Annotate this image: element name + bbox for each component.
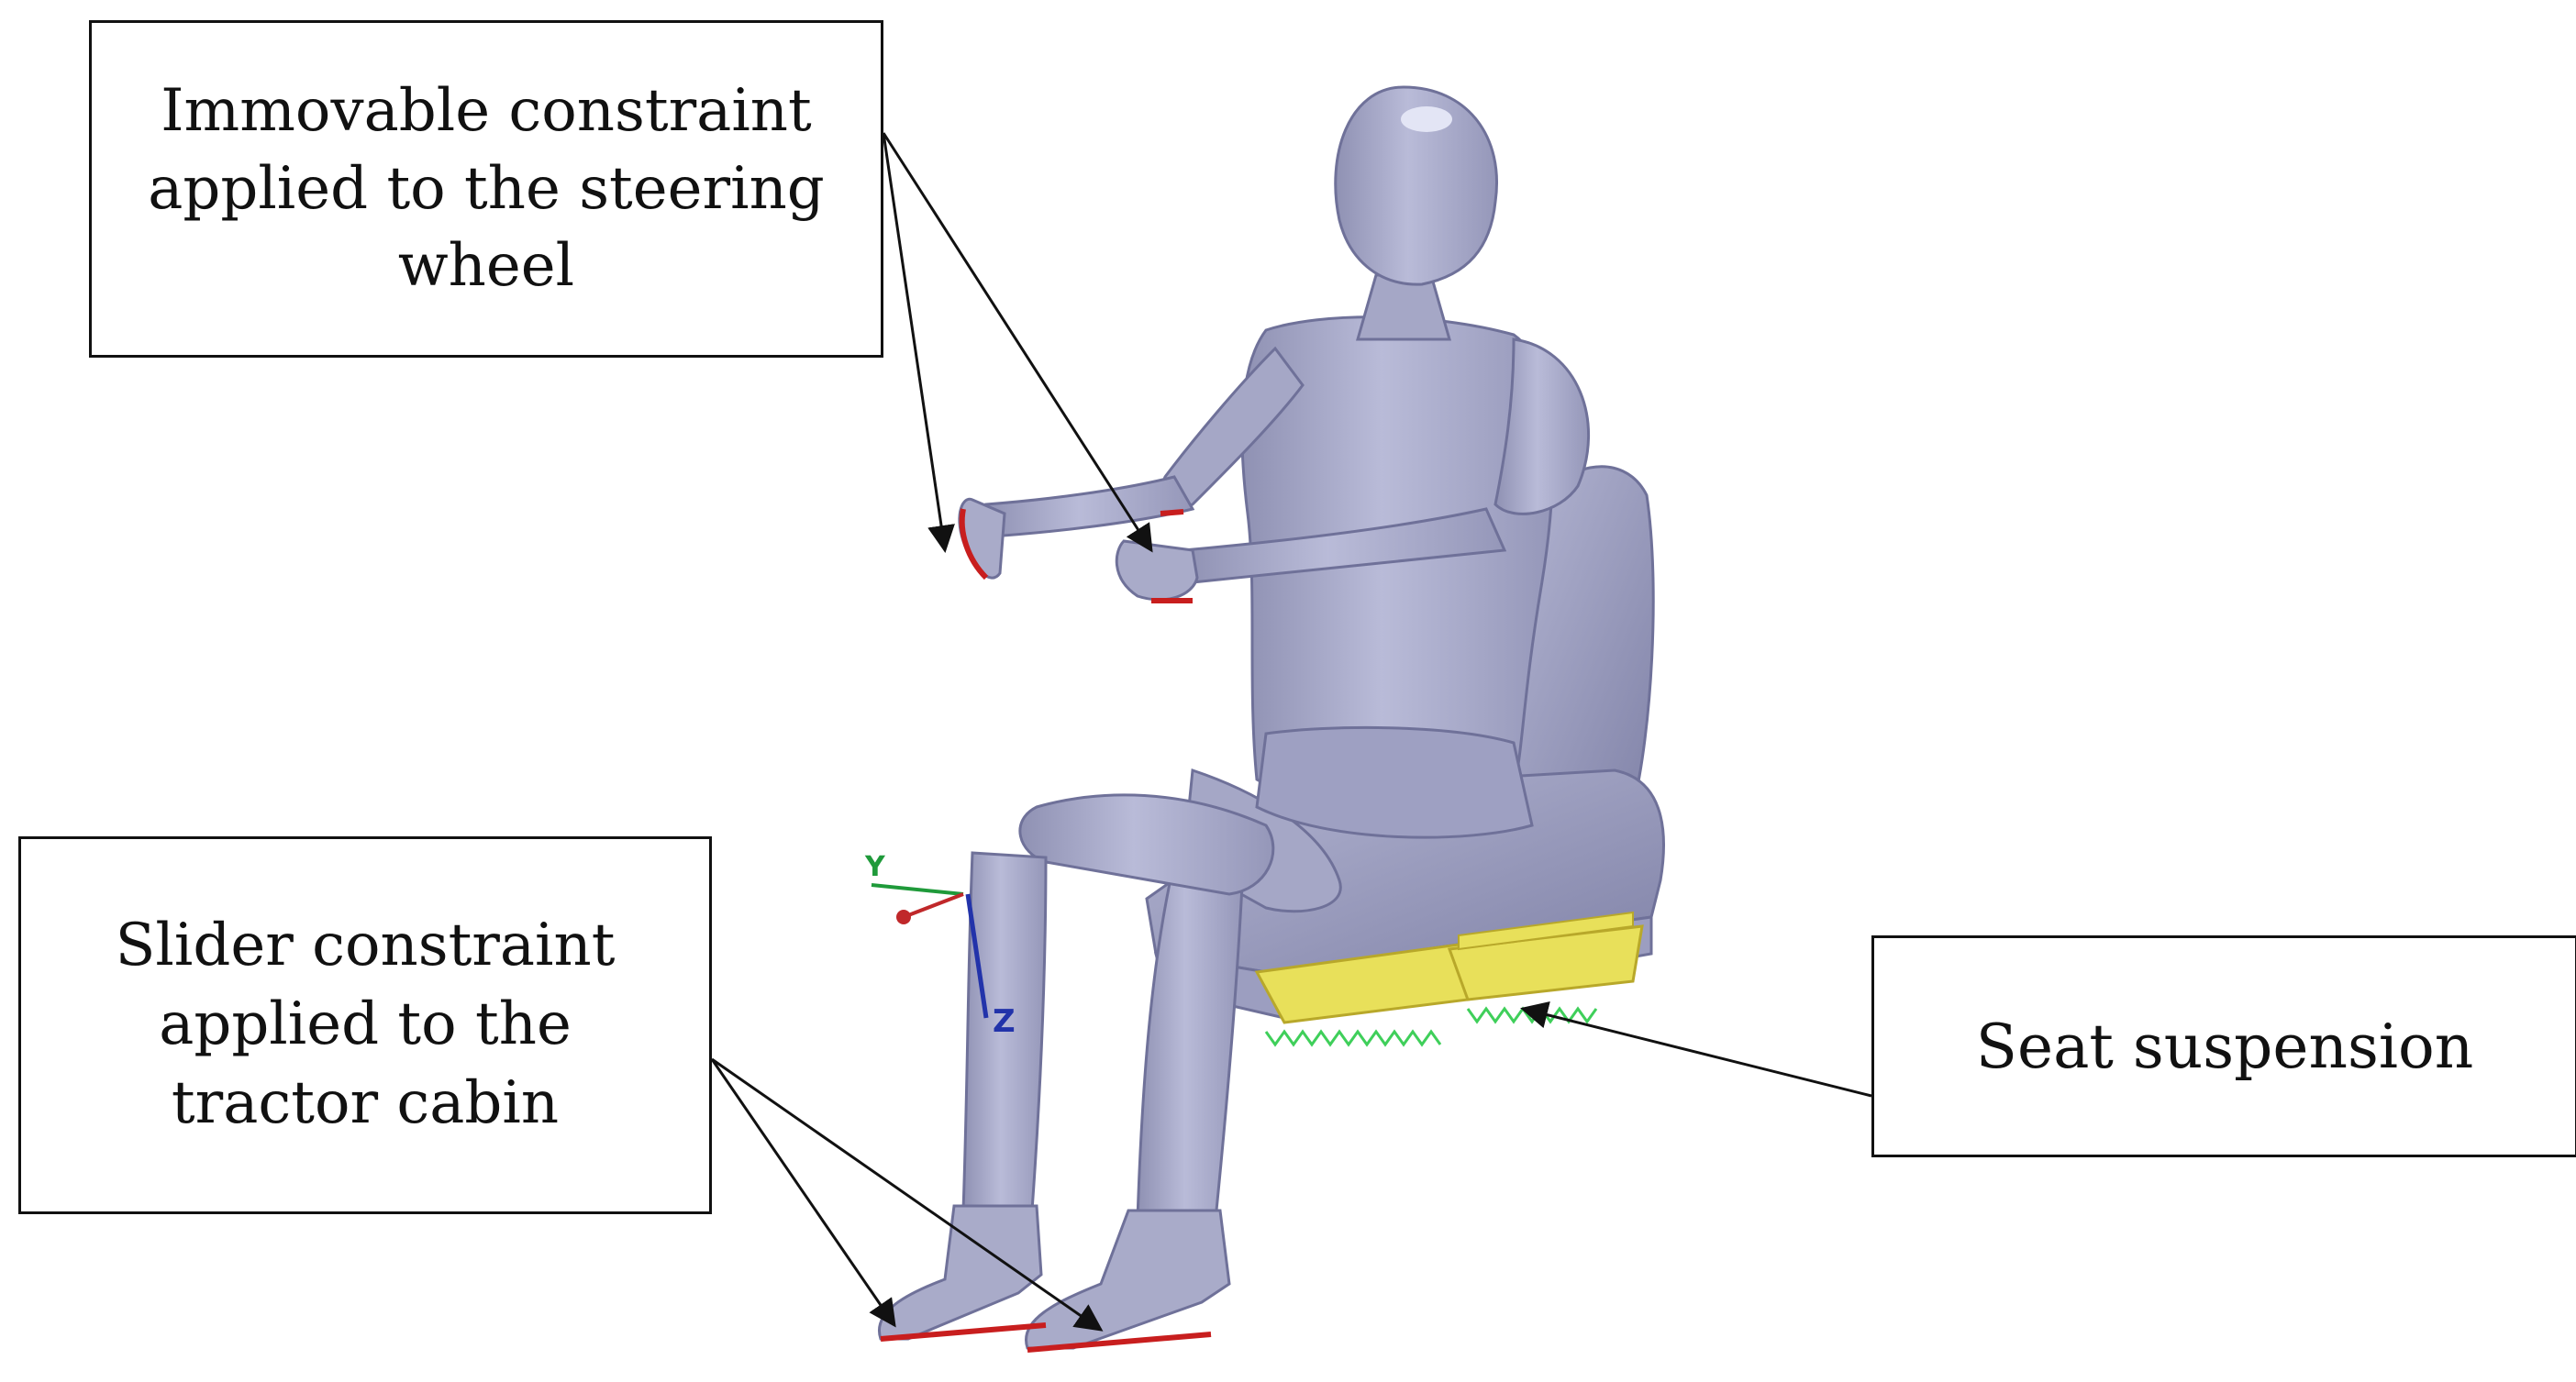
callout-line: applied to the [159,990,572,1059]
seat-suspension [1254,911,1644,1047]
mannequin [877,85,1591,1350]
arrow-steering-left-hand [882,132,955,553]
leader-arrows [710,132,1872,1332]
axis-z-label: Z [993,1003,1016,1040]
right-hand [1115,539,1199,602]
callout-line: Immovable constraint [161,77,812,146]
left-forearm [984,475,1195,538]
callout-steering-wheel-constraint: Immovable constraint applied to the stee… [89,20,883,358]
neck [1356,273,1451,341]
axis-y-label: Y [864,851,886,883]
callout-line: Slider constraint [115,912,616,980]
callout-line: applied to the steering [148,154,825,223]
arrow-steering-right-hand [882,132,1153,553]
callout-line: wheel [397,232,575,301]
right-foot [1025,1209,1231,1350]
callout-line: Seat suspension [1975,1011,2474,1082]
left-thigh [1018,793,1275,896]
constraint-markers [880,508,1212,1353]
right-upper-arm [1493,337,1591,515]
head [1334,85,1498,286]
coordinate-triad: Y Z [864,851,1016,1040]
callout-line: tractor cabin [171,1068,560,1137]
callout-tractor-cabin-constraint: Slider constraint applied to the tractor… [18,836,712,1214]
callout-seat-suspension: Seat suspension [1871,935,2576,1157]
arrow-cabin-left-foot [710,1058,896,1328]
arrow-cabin-right-foot [711,1057,1104,1332]
arrow-seat-suspension [1520,1001,1872,1098]
pelvis [1255,725,1534,839]
